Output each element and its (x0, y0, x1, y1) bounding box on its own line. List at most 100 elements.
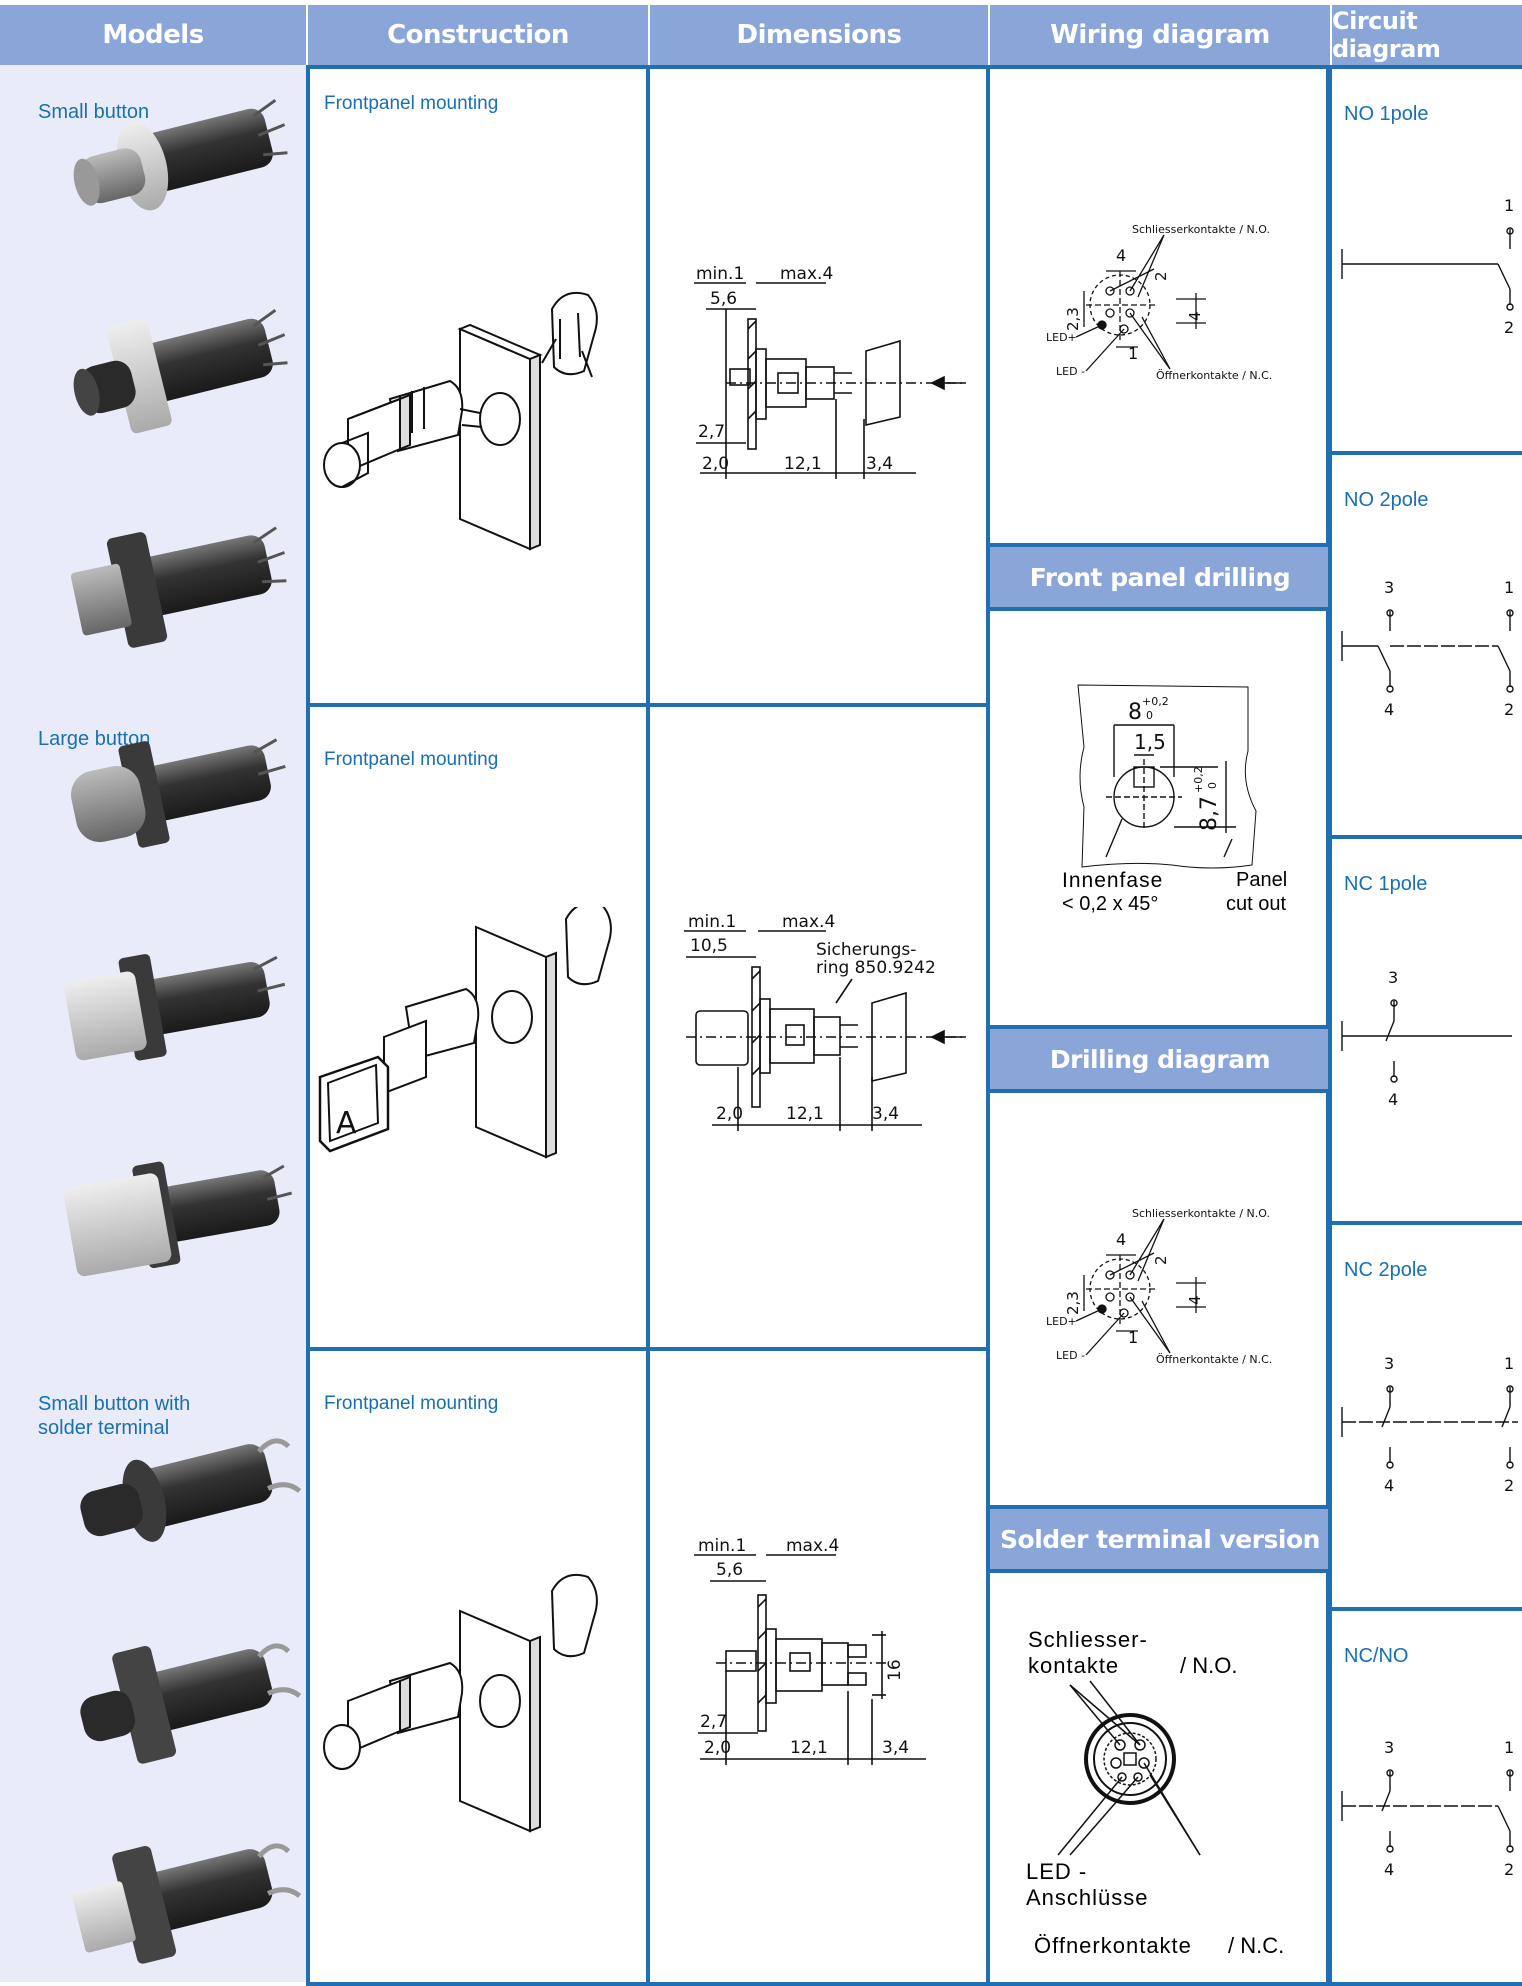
model-photos (63, 98, 302, 1964)
circuit-label: NC/NO (1344, 1645, 1409, 1667)
circuit-t4: 2 (1504, 700, 1514, 719)
header-wiring: Wiring diagram (990, 5, 1330, 65)
circuit-t2: 1 (1504, 581, 1514, 597)
dimension-drawing-2: min.1 max.4 10,5 Sicherungs- ring 850.92… (684, 912, 966, 1131)
dim-d: 12,1 (786, 1104, 824, 1124)
circuit-t4: 2 (1504, 1860, 1514, 1879)
drill-chamfer-2: < 0,2 x 45° (1062, 893, 1159, 915)
photo-small-round (73, 98, 288, 211)
dimension-drawing-3: min.1 max.4 5,6 16 2,7 2,0 12,1 3,4 (694, 1536, 926, 1765)
circuit-label: NC 1pole (1344, 873, 1428, 895)
circuit-t2: 2 (1504, 318, 1514, 337)
circuit-cell-nc1: NC 1pole 3 4 (1328, 835, 1522, 1225)
wiring-nc-label: Öffnerkontakte / N.C. (1156, 369, 1272, 382)
construction-cell-2: Frontpanel mounting A (306, 703, 650, 1351)
photo-small-square (73, 308, 288, 434)
photo-solder-square (80, 1643, 302, 1764)
model-label-solder: Small button with solder terminal (38, 1393, 191, 1439)
drill-cutout-2: cut out (1226, 893, 1287, 915)
subheader-drilling-diagram: Drilling diagram (990, 1029, 1330, 1089)
solder-no-1: Schliesser- (1028, 1627, 1148, 1652)
dim-c: 2,0 (704, 1738, 731, 1758)
wiring-nc-label-2: Öffnerkontakte / N.C. (1156, 1353, 1272, 1366)
dim-f: 16 (885, 1659, 905, 1681)
photo-small-square-cap (70, 526, 287, 648)
header-models: Models (0, 5, 306, 65)
construction-label: Frontpanel mounting (324, 749, 499, 770)
circuit-t2: 1 (1504, 1357, 1514, 1373)
wiring-d1: 1 (1128, 344, 1138, 363)
solder-nc-2: / N.C. (1228, 1933, 1285, 1958)
model-label-small: Small button (38, 101, 150, 123)
photo-large-square (64, 954, 286, 1061)
dim-d: 12,1 (790, 1738, 828, 1758)
dimensions-cell-3: min.1 max.4 5,6 16 2,7 2,0 12,1 3,4 (646, 1347, 990, 1986)
wiring-d23: 2,3 (1064, 307, 1082, 331)
circuit-t3: 4 (1384, 700, 1394, 719)
drilling-diagram-cell: Schliesserkontakte / N.O. Öffnerkontakte… (986, 1089, 1330, 1509)
construction-label: Frontpanel mounting (324, 1393, 499, 1414)
subheader-front-panel-drilling: Front panel drilling (990, 547, 1330, 607)
front-panel-drilling-cell: 8 +0,2 0 1,5 8,7 +0,2 0 Innenfase < 0,2 … (986, 607, 1330, 1029)
subheader-solder-terminal: Solder terminal version (990, 1509, 1330, 1569)
circuit-t3: 4 (1384, 1476, 1394, 1495)
circuit-t1: 3 (1384, 1357, 1394, 1373)
circuit-cell-no1: NO 1pole 1 2 (1328, 65, 1522, 455)
dim-ring1: Sicherungs- (816, 940, 916, 960)
dim-c: 2,0 (716, 1104, 743, 1124)
circuit-symbol-no2: 3 1 4 2 (1341, 581, 1514, 719)
dim-e: 3,4 (866, 454, 893, 474)
dim-e: 3,4 (872, 1104, 899, 1124)
drill-w: 8 (1128, 700, 1142, 725)
circuit-t2: 1 (1504, 1741, 1514, 1757)
drill-h-tol: +0,2 (1192, 766, 1205, 793)
drill-chamfer-1: Innenfase (1062, 869, 1164, 892)
drill-h-tol0: 0 (1206, 782, 1219, 789)
photo-large-rect (63, 1161, 293, 1277)
solder-terminal-cell: Schliesser- kontakte / N.O. LED - Anschl… (986, 1569, 1330, 1986)
solder-led-2: Anschlüsse (1026, 1885, 1149, 1910)
header-dimensions: Dimensions (650, 5, 988, 65)
dim-a: 10,5 (690, 936, 728, 956)
drill-inner: 1,5 (1134, 730, 1166, 754)
wiring-cell: Schliesserkontakte / N.O. Öffnerkontakte… (986, 65, 1330, 547)
wiring-led-plus-2: LED+ (1046, 1315, 1077, 1328)
wiring-led-minus-2: LED - (1056, 1349, 1085, 1362)
photo-large-round (70, 738, 286, 848)
circuit-cell-no2: NO 2pole 3 1 4 2 (1328, 451, 1522, 839)
wiring-d4-2: 4 (1116, 1230, 1126, 1249)
photo-solder-round (80, 1438, 302, 1542)
circuit-t4: 2 (1504, 1476, 1514, 1495)
dim-c: 2,0 (702, 454, 729, 474)
drill-cutout-1: Panel (1236, 869, 1288, 891)
photo-solder-square-cap (71, 1843, 302, 1964)
construction-drawing-3 (323, 1573, 598, 1833)
header-circuit: Circuit diagram (1332, 5, 1522, 65)
construction-drawing-2: A (318, 907, 612, 1159)
dim-d: 12,1 (784, 454, 822, 474)
model-label-large: Large button (38, 728, 151, 750)
circuit-t1: 3 (1384, 1741, 1394, 1757)
drill-w-tol: +0,2 (1142, 695, 1169, 708)
wiring-led-plus: LED+ (1046, 331, 1077, 344)
wiring-d4v: 4 (1186, 311, 1204, 321)
solder-no-2: kontakte (1028, 1653, 1120, 1678)
solder-nc-1: Öffnerkontakte (1034, 1933, 1192, 1958)
circuit-label: NC 2pole (1344, 1259, 1428, 1281)
dimensions-cell-2: min.1 max.4 10,5 Sicherungs- ring 850.92… (646, 703, 990, 1351)
construction-drawing-1 (323, 291, 598, 551)
circuit-symbol-nc2: 3 1 4 2 (1341, 1357, 1518, 1495)
wiring-led-minus: LED - (1056, 365, 1085, 378)
solder-no-3: / N.O. (1180, 1653, 1238, 1678)
wiring-d23-2: 2,3 (1064, 1291, 1082, 1315)
circuit-label: NO 2pole (1344, 489, 1429, 511)
circuit-t1: 3 (1384, 581, 1394, 597)
wiring-d4v-2: 4 (1186, 1295, 1204, 1305)
circuit-t3: 4 (1384, 1860, 1394, 1879)
dim-max: max.4 (782, 912, 835, 932)
circuit-symbol-nc1: 3 4 (1341, 971, 1512, 1109)
dim-b: 2,7 (698, 422, 725, 442)
dim-min: min.1 (698, 1536, 746, 1556)
construction-label: Frontpanel mounting (324, 93, 499, 114)
wiring-d1-2: 1 (1128, 1328, 1138, 1347)
